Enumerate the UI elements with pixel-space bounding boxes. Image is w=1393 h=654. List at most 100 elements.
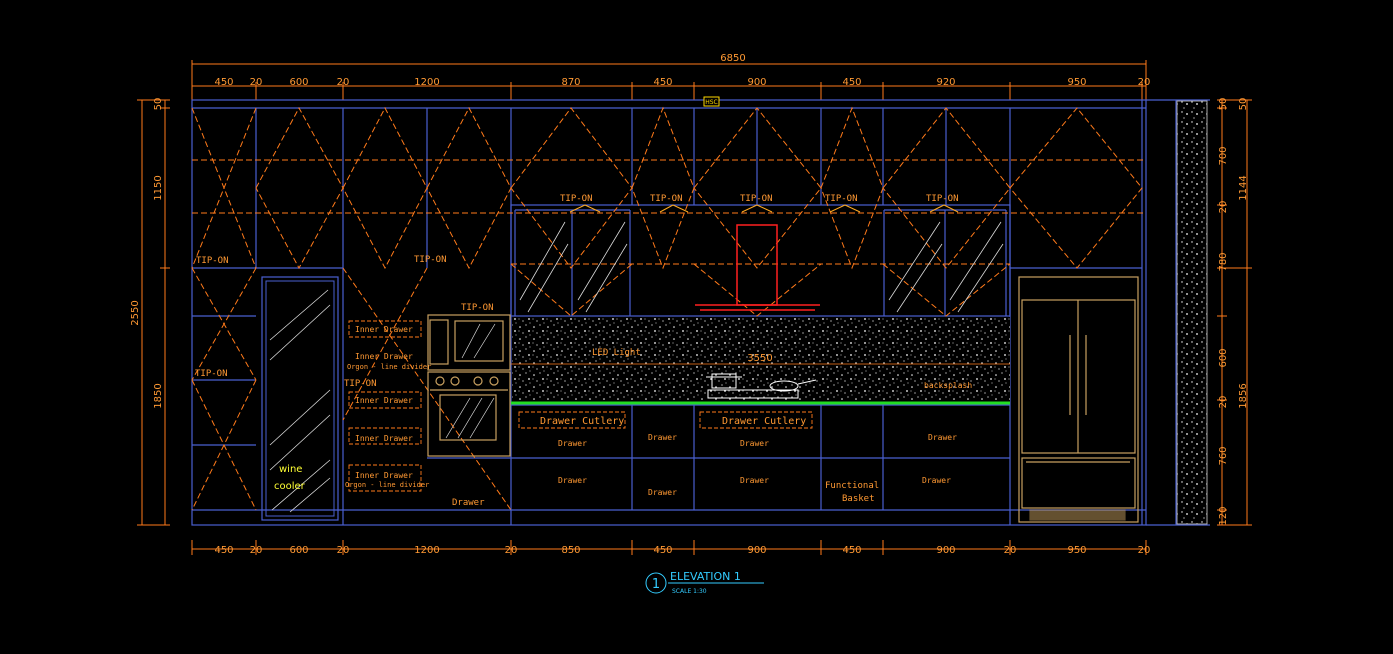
- drawer-label-6: Drawer: [648, 488, 677, 497]
- top-dim-9: 450: [842, 77, 861, 88]
- wine-cooler: [261, 276, 339, 521]
- drawer-label-4: Drawer: [928, 433, 957, 442]
- glass-hatch: [519, 221, 1004, 313]
- led-light-label: LED Light: [592, 348, 641, 358]
- top-dim-2: 20: [250, 77, 263, 88]
- inner-drawer-boxes: [348, 320, 813, 492]
- right-dim-6: 20: [1218, 396, 1229, 409]
- tip-on-label-8: TIP-ON: [740, 194, 773, 204]
- stone-wall: [1176, 100, 1208, 525]
- drawer-label-2: Drawer: [648, 433, 677, 442]
- left-dim-1: 50: [153, 98, 164, 111]
- bottom-dim-2: 20: [250, 545, 263, 556]
- light-fans: [569, 204, 959, 213]
- ovens: [427, 314, 511, 457]
- top-dim-7: 450: [653, 77, 672, 88]
- drawer-label-3: Drawer: [740, 439, 769, 448]
- inner-drawer-label-5: Inner Drawer: [355, 471, 413, 480]
- title-block: 1 ELEVATION 1 SCALE 1:30: [645, 570, 764, 595]
- tip-on-label-6: TIP-ON: [560, 194, 593, 204]
- dimension-labels: 6850 450 20 600 20 1200 870 450 900 450 …: [130, 53, 1249, 556]
- bottom-dim-4: 20: [337, 545, 350, 556]
- right-dim-4: 780: [1218, 252, 1229, 271]
- annotations: TIP-ON TIP-ON TIP-ON TIP-ON TIP-ON TIP-O…: [195, 194, 972, 508]
- right-dim-9: 50: [1238, 98, 1249, 111]
- oven-hatch: [445, 323, 496, 439]
- tip-on-label-1: TIP-ON: [196, 256, 229, 266]
- drawer-label-5: Drawer: [558, 476, 587, 485]
- title-circle: [645, 572, 667, 594]
- wine-label: wine: [279, 464, 302, 475]
- left-dim-3: 2550: [130, 300, 141, 325]
- drawer-label-7: Drawer: [740, 476, 769, 485]
- orgon-divider-label-1: Orgon - line divider: [347, 363, 431, 371]
- tip-on-label-9: TIP-ON: [825, 194, 858, 204]
- bottom-dim-13: 950: [1067, 545, 1086, 556]
- top-dimensions: [191, 60, 1147, 100]
- right-dim-5: 600: [1218, 348, 1229, 367]
- top-dim-3: 600: [289, 77, 308, 88]
- bottom-dim-3: 600: [289, 545, 308, 556]
- tip-on-label-2: TIP-ON: [195, 369, 228, 379]
- bottom-dim-9: 900: [747, 545, 766, 556]
- range-hood: [695, 224, 820, 311]
- inner-drawer-label-4: Inner Drawer: [355, 434, 413, 443]
- tip-on-label-10: TIP-ON: [926, 194, 959, 204]
- bottom-dim-1: 450: [214, 545, 233, 556]
- hsc-tag-box: [703, 96, 720, 107]
- side-dimensions: [137, 99, 1252, 526]
- hsc-tag: HSC: [705, 99, 718, 106]
- orgon-divider-label-2: Orgon - line divider: [345, 481, 429, 489]
- top-dim-4: 20: [337, 77, 350, 88]
- top-dim-8: 900: [747, 77, 766, 88]
- tip-on-label-3: TIP-ON: [414, 255, 447, 265]
- right-dim-11: 1856: [1238, 383, 1249, 408]
- bottom-dim-5: 1200: [414, 545, 439, 556]
- cutlery-label-1: Drawer Cutlery: [540, 416, 624, 427]
- right-dim-1: 50: [1218, 98, 1229, 111]
- top-dim-12: 20: [1138, 77, 1151, 88]
- bottom-dim-11: 900: [936, 545, 955, 556]
- title-name: ELEVATION 1: [670, 570, 741, 583]
- inner-drawer-label-2: Inner Drawer: [355, 352, 413, 361]
- title-number: 1: [652, 577, 660, 592]
- title-scale: SCALE 1:30: [672, 588, 707, 595]
- tip-on-label-4: TIP-ON: [461, 303, 494, 313]
- backsplash: [512, 317, 1010, 403]
- drawer-label-8: Drawer: [922, 476, 951, 485]
- right-dim-8: 120: [1218, 506, 1229, 525]
- top-dim-1: 450: [214, 77, 233, 88]
- bottom-dim-7: 850: [561, 545, 580, 556]
- right-dim-7: 760: [1218, 446, 1229, 465]
- right-dim-3: 20: [1218, 201, 1229, 214]
- refrigerator: [1018, 276, 1139, 523]
- top-dim-11: 950: [1067, 77, 1086, 88]
- bottom-dim-12: 20: [1004, 545, 1017, 556]
- bottom-dim-8: 450: [653, 545, 672, 556]
- backsplash-label: backsplash: [924, 381, 972, 390]
- top-dim-5: 1200: [414, 77, 439, 88]
- bottom-dimensions: [191, 540, 1147, 555]
- dashed-guides: [191, 106, 1146, 511]
- inner-drawer-label-1: Inner Drawer: [355, 325, 413, 334]
- overall-width-label: 6850: [720, 53, 745, 64]
- basket-label: Basket: [842, 494, 875, 504]
- inner-drawer-label-3: Inner Drawer: [355, 396, 413, 405]
- cabinet-outline: [191, 99, 1210, 526]
- right-dim-10: 1144: [1238, 175, 1249, 200]
- right-dim-2: 700: [1218, 146, 1229, 165]
- cooler-label: cooler: [274, 481, 306, 492]
- tip-on-label-7: TIP-ON: [650, 194, 683, 204]
- functional-label: Functional: [825, 481, 879, 491]
- cooktop: [706, 373, 817, 399]
- left-dim-4: 1850: [153, 383, 164, 408]
- bottom-dim-14: 20: [1138, 545, 1151, 556]
- top-dim-10: 920: [936, 77, 955, 88]
- backsplash-width-label: 3550: [747, 353, 772, 364]
- bottom-dim-6: 20: [505, 545, 518, 556]
- drawer-label-oven: Drawer: [452, 498, 485, 508]
- tip-on-label-5: TIP-ON: [344, 379, 377, 389]
- top-dim-6: 870: [561, 77, 580, 88]
- left-dim-2: 1150: [153, 175, 164, 200]
